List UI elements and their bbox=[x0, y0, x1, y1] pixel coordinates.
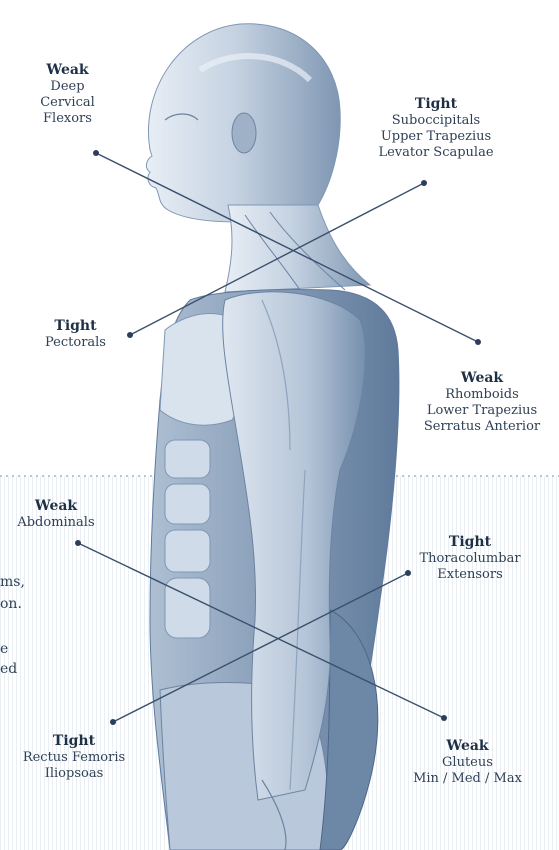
label-line: Abdominals bbox=[6, 515, 106, 531]
label-line: Rectus Femoris bbox=[10, 750, 138, 766]
label-gluteus: Weak Gluteus Min / Med / Max bbox=[400, 738, 535, 787]
label-status: Tight bbox=[33, 318, 118, 335]
callout-dot bbox=[75, 540, 81, 546]
text-fragment: e bbox=[0, 640, 8, 658]
label-line: Suboccipitals bbox=[366, 113, 506, 129]
callout-dot bbox=[421, 180, 427, 186]
label-abdominals: Weak Abdominals bbox=[6, 498, 106, 531]
label-line: Extensors bbox=[405, 567, 535, 583]
callout-dot bbox=[93, 150, 99, 156]
label-line: Pectorals bbox=[33, 335, 118, 351]
text-fragment: ed bbox=[0, 660, 17, 678]
label-line: Cervical bbox=[30, 95, 105, 111]
label-thoracolumbar: Tight Thoracolumbar Extensors bbox=[405, 534, 535, 583]
label-status: Weak bbox=[30, 62, 105, 79]
callout-dot bbox=[441, 715, 447, 721]
label-line: Gluteus bbox=[400, 755, 535, 771]
label-status: Tight bbox=[405, 534, 535, 551]
label-status: Weak bbox=[400, 738, 535, 755]
label-rectus-femoris: Tight Rectus Femoris Iliopsoas bbox=[10, 733, 138, 782]
callout-dot bbox=[127, 332, 133, 338]
label-line: Deep bbox=[30, 79, 105, 95]
label-line: Serratus Anterior bbox=[412, 419, 552, 435]
callout-dot bbox=[475, 339, 481, 345]
label-line: Levator Scapulae bbox=[366, 145, 506, 161]
label-line: Upper Trapezius bbox=[366, 129, 506, 145]
label-rhomboids: Weak Rhomboids Lower Trapezius Serratus … bbox=[412, 370, 552, 435]
label-line: Rhomboids bbox=[412, 387, 552, 403]
label-status: Weak bbox=[6, 498, 106, 515]
label-status: Tight bbox=[366, 96, 506, 113]
label-line: Lower Trapezius bbox=[412, 403, 552, 419]
label-line: Min / Med / Max bbox=[400, 771, 535, 787]
label-pectorals: Tight Pectorals bbox=[33, 318, 118, 351]
label-deep-cervical-flexors: Weak Deep Cervical Flexors bbox=[30, 62, 105, 127]
label-line: Iliopsoas bbox=[10, 766, 138, 782]
label-suboccipitals: Tight Suboccipitals Upper Trapezius Leva… bbox=[366, 96, 506, 161]
text-fragment: on. bbox=[0, 595, 22, 613]
label-line: Thoracolumbar bbox=[405, 551, 535, 567]
text-fragment: ms, bbox=[0, 573, 25, 591]
label-line: Flexors bbox=[30, 111, 105, 127]
callout-dot bbox=[110, 719, 116, 725]
label-status: Tight bbox=[10, 733, 138, 750]
head bbox=[146, 24, 340, 232]
label-status: Weak bbox=[412, 370, 552, 387]
